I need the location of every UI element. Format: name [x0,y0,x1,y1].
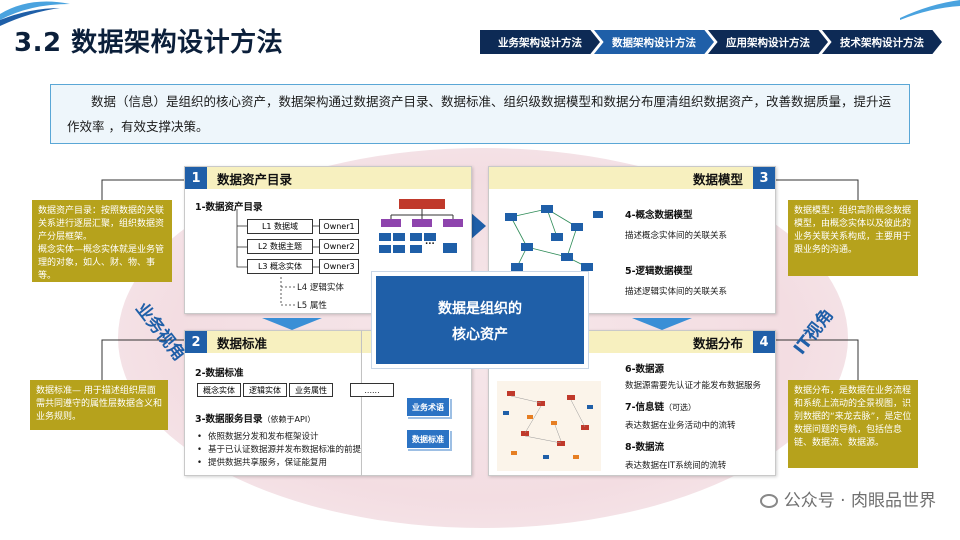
panel-1-header: 1 数据资产目录 [185,167,471,189]
panel-2-title: 数据标准 [217,335,268,351]
std-item-business-attribute: 业务属性 [289,383,333,397]
level-l3-box: L3 概念实体 [247,259,313,274]
panel-3-header: 数据模型 3 [489,167,775,189]
panel-3-title: 数据模型 [692,171,743,187]
panel-data-standard: 2 数据标准 2-数据标准 概念实体 逻辑实体 业务属性 3-数据服务目录（依赖… [184,330,362,476]
panel-4-number: 4 [753,331,775,353]
std-item-concept-entity: 概念实体 [197,383,241,397]
service-bullets: 依照数据分发和发布框架设计 基于已认证数据源并发布数据标准的前提 提供数据共享服… [197,431,361,470]
logical-model-title: 5-逻辑数据模型 [625,266,693,277]
page-title: 3.2 数据架构设计方法 [14,28,284,58]
info-chain-title: 7-信息链（可选） [625,399,696,413]
panel-3-number: 3 [753,167,775,189]
level-l1-box: L1 数据域 [247,219,313,234]
data-flow-desc: 表达数据在IT系统间的流转 [625,461,727,471]
tag-data-standard: 数据标准 [406,429,450,449]
owner-3-box: Owner3 [319,259,359,274]
hierarchy-tree-icon [379,199,463,253]
nav-application-architecture[interactable]: 应用架构设计方法 [708,30,828,54]
method-nav: 业务架构设计方法 数据架构设计方法 应用架构设计方法 技术架构设计方法 [480,30,942,54]
note-data-model: 数据模型：组织高阶概念数据模型，由概念实体以及彼此的业务关联关系构成，主要用于跟… [788,200,918,276]
level-l5-label: L5 属性 [297,301,327,311]
intro-text: 数据（信息）是组织的核心资产，数据架构通过数据资产目录、数据标准、组织级数据模型… [50,84,910,144]
core-asset-line-1: 数据是组织的 [438,301,522,317]
nav-technology-architecture[interactable]: 技术架构设计方法 [822,30,942,54]
watermark: 公众号 · 肉眼品世界 [759,486,936,511]
std-item-more: ...... [350,383,394,397]
service-bullet-1: 依照数据分发和发布框架设计 [197,431,361,444]
panel-4-title: 数据分布 [692,335,743,351]
service-bullet-3: 提供数据共享服务，保证能复用 [197,457,361,470]
level-l2-box: L2 数据主题 [247,239,313,254]
header-swoosh-decoration [0,1,70,26]
std-item-logical-entity: 逻辑实体 [243,383,287,397]
corner-swoosh-decoration [900,0,960,20]
core-asset-box: 数据是组织的 核心资产 [372,272,588,368]
service-catalog-title: 3-数据服务目录（依赖于API） [195,411,315,425]
data-source-title: 6-数据源 [625,364,665,375]
service-catalog-note: （依赖于API） [262,415,316,424]
tag-business-terms: 业务术语 [406,397,450,417]
level-l4-label: L4 逻辑实体 [297,283,344,293]
service-catalog-title-text: 3-数据服务目录 [195,414,263,425]
nav-data-architecture[interactable]: 数据架构设计方法 [594,30,714,54]
info-chain-note: （可选） [664,403,697,412]
info-chain-title-text: 7-信息链 [625,402,665,413]
panel-2-number: 2 [185,331,207,353]
data-flow-title: 8-数据流 [625,442,665,453]
conceptual-model-desc: 描述概念实体间的关联关系 [625,231,728,241]
info-chain-desc: 表达数据在业务活动中的流转 [625,421,736,431]
panel-1-number: 1 [185,167,207,189]
core-asset-line-2: 核心资产 [452,327,508,343]
data-source-desc: 数据源需要先认证才能发布数据服务 [625,381,762,391]
note-data-standard: 数据标准— 用于描述组织层面需共同遵守的属性层数据含义和业务规则。 [30,380,168,430]
note-data-asset-catalog: 数据资产目录：按照数据的关联关系进行逐层汇聚，组织数据资产分层框架。 概念实体—… [32,200,172,282]
owner-1-box: Owner1 [319,219,359,234]
panel-1-title: 数据资产目录 [217,171,293,187]
distribution-map-icon [497,381,601,471]
catalog-subtitle: 1-数据资产目录 [195,202,263,213]
nav-business-architecture[interactable]: 业务架构设计方法 [480,30,600,54]
logical-model-desc: 描述逻辑实体间的关联关系 [625,287,728,297]
standard-subtitle: 2-数据标准 [195,368,244,379]
model-diagram-icon [505,205,603,278]
panel-2-header: 2 数据标准 [185,331,361,353]
service-bullet-2: 基于已认证数据源并发布数据标准的前提 [197,444,361,457]
wechat-icon [759,494,778,508]
watermark-text: 公众号 · 肉眼品世界 [783,491,936,511]
catalog-tree-lines [236,209,319,306]
conceptual-model-title: 4-概念数据模型 [625,210,693,221]
owner-2-box: Owner2 [319,239,359,254]
tree-ellipsis: ... [425,237,435,247]
note-data-distribution: 数据分布，是数据在业务流程和系统上流动的全景视图，识别数据的“来龙去脉”，是定位… [788,380,918,468]
